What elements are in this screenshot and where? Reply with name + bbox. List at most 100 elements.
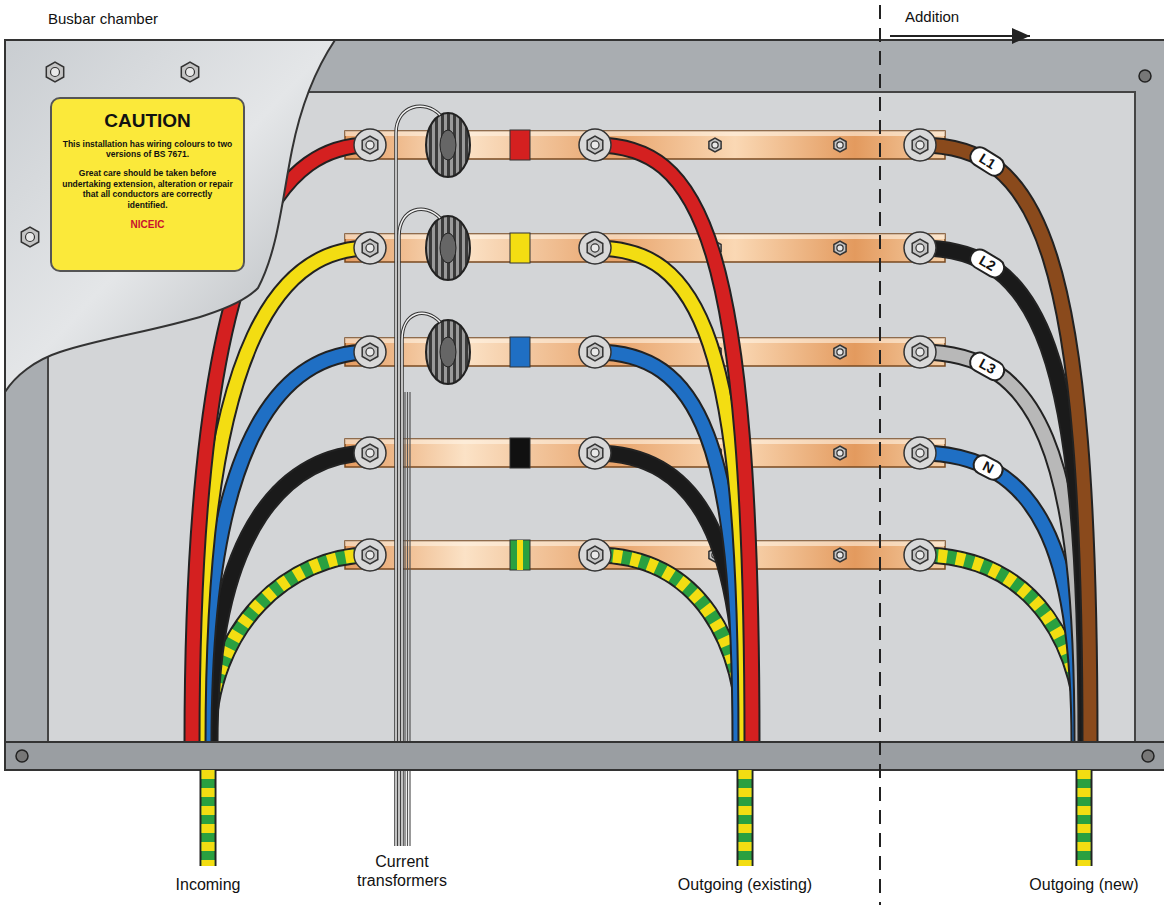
bolt-end (916, 551, 924, 559)
cable-lug (904, 539, 936, 571)
earth-cable-outline (200, 770, 217, 866)
bolt-end (366, 141, 374, 149)
bolt-end (837, 142, 843, 148)
hex-nut (362, 239, 378, 257)
gland-plate (5, 742, 1164, 770)
hex-nut (834, 138, 846, 152)
cable-group-label: Current transformers (340, 852, 464, 890)
cable-lug (579, 232, 611, 264)
current-transformer-toroid (426, 216, 470, 280)
earth-cable-outline (1076, 770, 1093, 866)
hex-nut (362, 343, 378, 361)
hex-nut (912, 444, 928, 462)
earth-cable-stripe (739, 770, 752, 866)
new-outgoing-cable-outline (920, 145, 1090, 744)
phase-colour-band (510, 233, 530, 263)
earth-cable-stripe (202, 770, 215, 866)
bolt-end (186, 68, 195, 77)
cable-lug (904, 232, 936, 264)
back-panel (48, 92, 1135, 744)
bolt-end (837, 450, 843, 456)
addition-label: Addition (905, 8, 959, 25)
cable-lug (904, 129, 936, 161)
addition-arrow (890, 35, 1030, 37)
chamber-title: Busbar chamber (48, 10, 158, 27)
earth-cable (739, 770, 752, 866)
hex-nut (587, 444, 603, 462)
ct-lead (409, 392, 410, 846)
caution-label: CAUTIONThis installation has wiring colo… (50, 97, 245, 272)
new-outgoing-cable (920, 145, 1090, 744)
hex-nut (834, 241, 846, 255)
chamber-cover (5, 40, 335, 392)
caution-text: Great care should be taken before undert… (62, 168, 233, 211)
hex-nut (587, 239, 603, 257)
cable-lug (904, 437, 936, 469)
bolt-end (837, 552, 843, 558)
hex-nut (912, 136, 928, 154)
cable-lug (579, 129, 611, 161)
hex-nut (181, 62, 198, 82)
cable-lug (354, 232, 386, 264)
bolt-end (366, 348, 374, 356)
cable-lug (354, 336, 386, 368)
cable-lug (579, 437, 611, 469)
hex-nut (912, 343, 928, 361)
ct-lead (396, 106, 440, 846)
bolt-end (837, 245, 843, 251)
existing-outgoing-cable-outline (595, 145, 752, 744)
hex-nut (912, 239, 928, 257)
phase-colour-band (510, 130, 530, 160)
cable-lug (354, 437, 386, 469)
existing-outgoing-cable (595, 145, 752, 744)
hex-nut (21, 227, 38, 247)
hex-nut (46, 62, 63, 82)
bolt-end (916, 244, 924, 252)
earth-cable (202, 770, 215, 866)
bolt-end (591, 141, 599, 149)
cable-group-label: Incoming (176, 876, 241, 894)
bolt-end (591, 449, 599, 457)
cable-lug (579, 539, 611, 571)
caution-text: This installation has wiring colours to … (62, 139, 233, 160)
hex-nut (709, 138, 721, 152)
bolt-end (366, 244, 374, 252)
bolt-end (26, 233, 35, 242)
fixing-screw (16, 750, 28, 762)
cable-group-label: Outgoing (new) (1029, 876, 1138, 894)
toroid-core (440, 130, 456, 160)
earth-cable (1078, 770, 1091, 866)
hex-nut (912, 546, 928, 564)
hex-nut (362, 136, 378, 154)
fixing-screw (1139, 70, 1151, 82)
toroid-core (440, 337, 456, 367)
bolt-end (591, 551, 599, 559)
cable-lug (579, 336, 611, 368)
ct-lead (396, 106, 440, 846)
addition-boundary (879, 5, 881, 905)
cable-lug (904, 336, 936, 368)
bolt-end (366, 551, 374, 559)
toroid-core (440, 233, 456, 263)
busbar-top-edge (345, 541, 945, 546)
bolt-end (837, 349, 843, 355)
bolt-end (591, 348, 599, 356)
bolt-end (916, 348, 924, 356)
cable-lug (354, 539, 386, 571)
current-transformer-toroid (426, 113, 470, 177)
bolt-end (591, 244, 599, 252)
ct-lead (407, 392, 408, 846)
bolt-end (51, 68, 60, 77)
enclosure-frame (5, 40, 1164, 770)
phase-colour-band (517, 540, 523, 570)
phase-colour-band (510, 540, 530, 570)
niceic-logo: NICEIC (62, 219, 233, 232)
hex-nut (362, 546, 378, 564)
cable-group-label: Outgoing (existing) (678, 876, 812, 894)
bolt-end (916, 141, 924, 149)
hex-nut (834, 548, 846, 562)
busbar-top-edge (345, 439, 945, 444)
bolt-end (712, 142, 718, 148)
bolt-end (916, 449, 924, 457)
